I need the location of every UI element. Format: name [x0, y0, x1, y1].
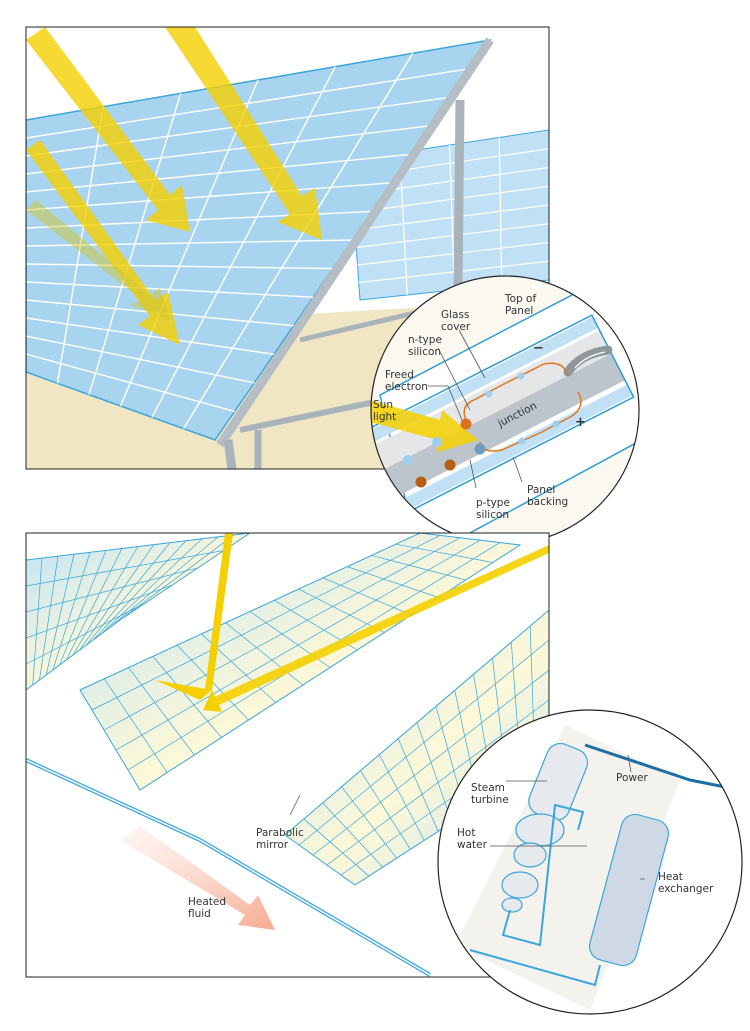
- grid-line: [113, 534, 235, 626]
- grid-line: [119, 79, 259, 407]
- solar-thermal-scene: [26, 533, 549, 977]
- grid-line: [65, 548, 123, 661]
- grid-line: [341, 786, 397, 859]
- grid-line: [448, 144, 456, 291]
- grid-line: [56, 106, 105, 384]
- mirror-grid: [26, 534, 235, 686]
- grid-line: [498, 137, 503, 286]
- grid-line: [72, 546, 139, 656]
- grid-line: [151, 66, 336, 418]
- n-type-layer: [371, 330, 612, 486]
- grid-line: [303, 818, 370, 877]
- freed-electron-icon: [460, 418, 472, 430]
- grid-line: [106, 536, 219, 631]
- grid-line: [152, 656, 222, 738]
- support-post: [453, 99, 465, 291]
- wire-icon: [563, 345, 613, 377]
- grid-line: [360, 770, 411, 850]
- grid-line: [347, 566, 439, 598]
- grid-line: [322, 802, 383, 868]
- label-power: Power: [616, 772, 648, 784]
- grid-line: [378, 754, 425, 841]
- panel-frame: [216, 37, 494, 448]
- heated-fluid-arrow: [120, 826, 275, 930]
- grid-line: [39, 556, 59, 681]
- grid-line: [371, 555, 466, 581]
- grid-line: [182, 52, 414, 430]
- water-pipes: [469, 803, 601, 987]
- sunlight-rays: [26, 27, 322, 345]
- p-type-layer: [371, 353, 626, 512]
- sunlight-arrow: [371, 400, 478, 452]
- hole: [474, 443, 486, 455]
- grid-line: [128, 667, 195, 756]
- grid-line: [395, 543, 493, 563]
- grid-line: [225, 622, 304, 686]
- heat-exchanger: [588, 813, 670, 967]
- grid-line: [92, 540, 187, 641]
- grid-line: [322, 577, 412, 616]
- top-frame: [25, 26, 550, 470]
- grid-line: [59, 550, 107, 666]
- grid-line: [416, 722, 453, 823]
- grid-line: [79, 544, 155, 651]
- grid-line: [86, 542, 171, 646]
- grid-line: [99, 538, 203, 636]
- positive-terminal: +: [575, 415, 586, 430]
- mirror-grid: [298, 626, 549, 877]
- grid-line: [32, 558, 43, 686]
- grid-line: [88, 93, 182, 395]
- grid-line: [103, 678, 168, 773]
- negative-terminal: −: [533, 341, 544, 356]
- platform: [455, 725, 680, 1010]
- grid-line: [298, 588, 385, 633]
- grid-line: [52, 552, 91, 671]
- grid-line: [45, 554, 75, 676]
- parabolic-mirror: [284, 609, 549, 886]
- panel-backing-layer: [371, 384, 633, 527]
- steam-turbine: [501, 742, 589, 913]
- sunlight-ray: [205, 533, 233, 690]
- grid-line: [397, 738, 439, 832]
